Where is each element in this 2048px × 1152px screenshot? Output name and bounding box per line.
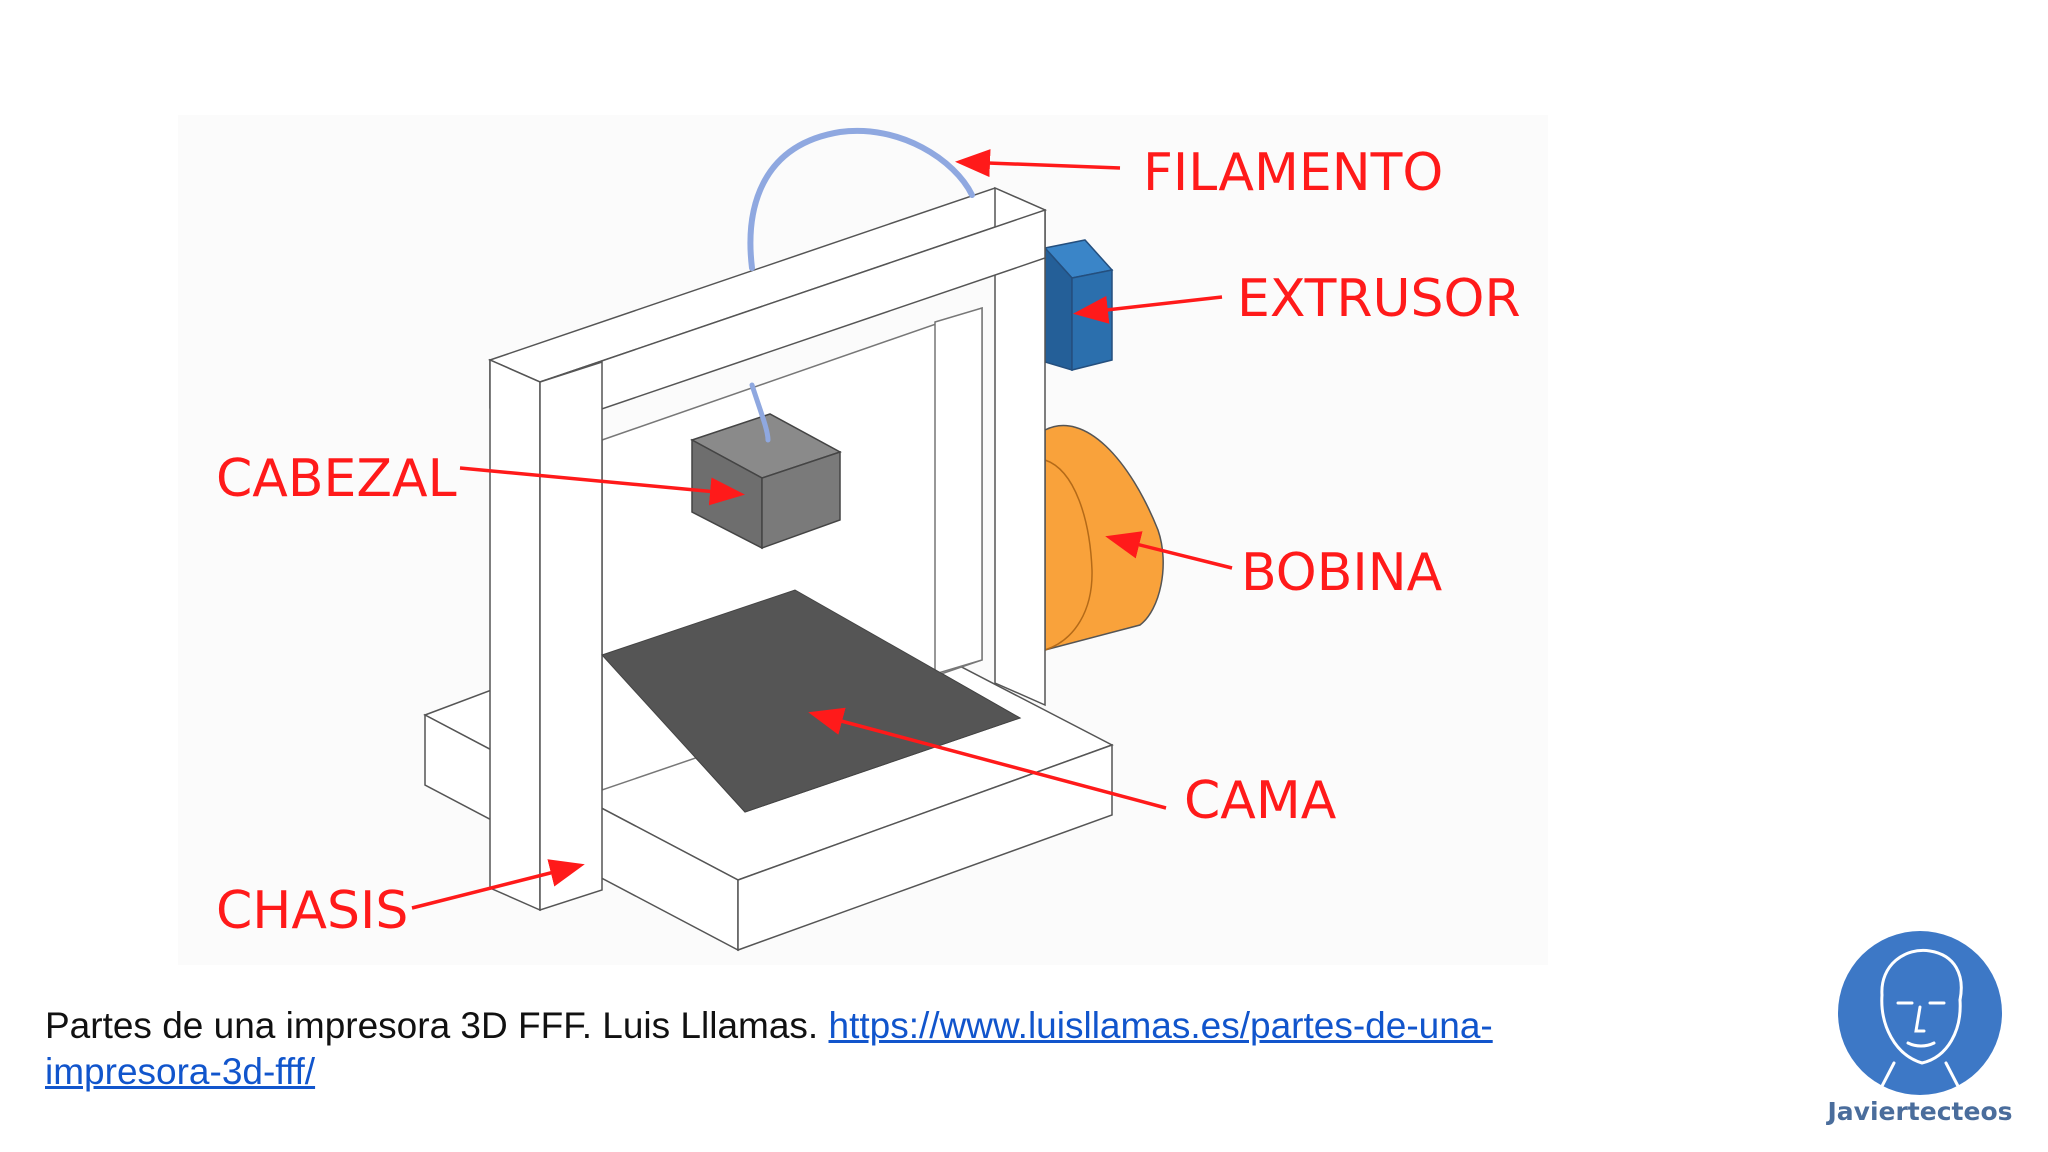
- label-cama: CAMA: [1184, 771, 1337, 831]
- printer-diagram: FILAMENTO EXTRUSOR CABEZAL BOBINA CAMA C…: [216, 127, 1521, 952]
- label-cabezal: CABEZAL: [216, 449, 457, 509]
- arrow-cama: [808, 707, 1167, 810]
- arrow-chasis: [411, 859, 585, 910]
- logo-name: Javiertecteos: [1827, 1097, 2013, 1126]
- label-extrusor: EXTRUSOR: [1237, 269, 1521, 329]
- bobina-spool: [1044, 424, 1164, 651]
- caption: Partes de una impresora 3D FFF. Luis Lll…: [45, 1003, 1605, 1095]
- arrows: [411, 149, 1233, 910]
- cama-bed-top: [601, 589, 1022, 813]
- logo-avatar-icon: [1838, 931, 2002, 1095]
- arrow-bobina: [1105, 531, 1233, 570]
- caption-text: Partes de una impresora 3D FFF. Luis Lll…: [45, 1005, 829, 1046]
- filamento-tube-lower: [749, 382, 771, 443]
- extrusor-box: [1043, 239, 1114, 372]
- label-bobina: BOBINA: [1241, 543, 1443, 603]
- arrow-filamento: [955, 149, 1121, 178]
- label-chasis: CHASIS: [216, 881, 408, 941]
- javiertecteos-logo: Javiertecteos: [1810, 925, 2030, 1130]
- label-filamento: FILAMENTO: [1143, 143, 1443, 203]
- caption-link[interactable]: https://www.luisllamas.es/partes-de-una-…: [45, 1005, 1493, 1092]
- filamento-tube: [747, 127, 975, 271]
- arrow-extrusor: [1073, 295, 1223, 324]
- arrow-cabezal: [459, 466, 745, 506]
